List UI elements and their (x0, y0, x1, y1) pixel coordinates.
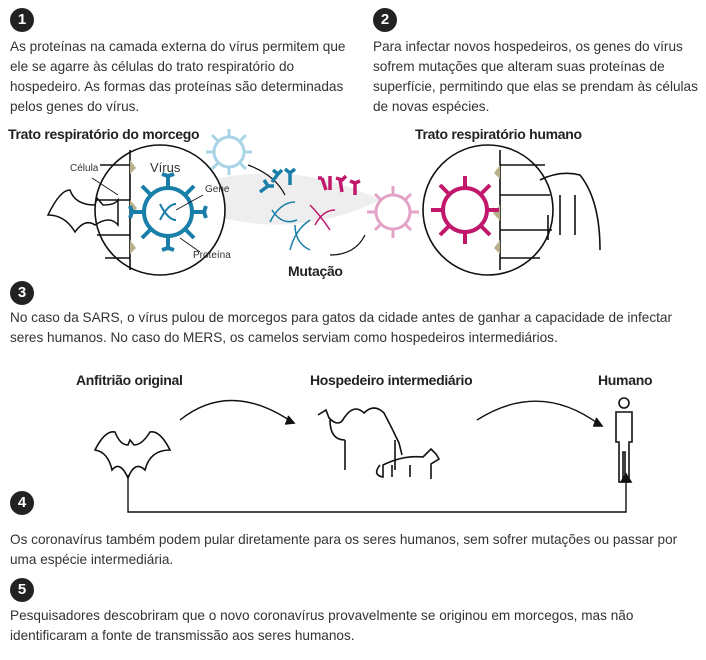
mutated-virus-icon (367, 186, 419, 238)
label-protein: Proteína (193, 250, 231, 261)
arrow-direct (127, 475, 627, 513)
label-cell: Célula (70, 163, 99, 174)
human-figure-icon (615, 397, 633, 483)
virus-original-icon (206, 129, 252, 175)
bat-original-icon (93, 431, 172, 481)
step-badge-3: 3 (10, 281, 34, 305)
step-text-2: Para infectar novos hospedeiros, os gene… (373, 39, 698, 114)
human-torso-icon (539, 172, 601, 251)
label-virus: Vírus (150, 160, 181, 175)
label-mutation: Mutação (288, 263, 343, 279)
label-gene: Gene (205, 184, 230, 195)
protein-icons (258, 167, 297, 194)
camel-icon (317, 407, 403, 470)
step-badge-1: 1 (10, 8, 34, 32)
dna-icons (269, 201, 336, 251)
step-text-4: Os coronavírus também podem pular direta… (10, 532, 678, 567)
step-badge-2: 2 (373, 8, 397, 32)
arrow-intermediate-to-human (476, 400, 601, 426)
step-text-1: As proteínas na camada externa do vírus … (10, 39, 346, 114)
virus-icon (128, 172, 208, 252)
virus-human-icon (431, 176, 499, 244)
arrow-icon (247, 164, 286, 196)
arrow-bat-to-intermediate (179, 399, 293, 423)
host-human-label: Humano (598, 372, 653, 388)
cat-icon (375, 447, 441, 479)
bat-icon (46, 189, 119, 234)
step-text-5: Pesquisadores descobriram que o novo cor… (10, 608, 634, 643)
bat-tract-title: Trato respiratório do morcego (8, 126, 200, 142)
step-text-3: No caso da SARS, o vírus pulou de morceg… (10, 310, 672, 345)
step-badge-5: 5 (10, 578, 34, 602)
host-intermediate-label: Hospedeiro intermediário (310, 372, 473, 388)
step-badge-4: 4 (10, 491, 34, 515)
gene-icon (159, 203, 177, 221)
human-tract-title: Trato respiratório humano (415, 126, 582, 142)
host-original-label: Anfitrião original (76, 372, 183, 388)
